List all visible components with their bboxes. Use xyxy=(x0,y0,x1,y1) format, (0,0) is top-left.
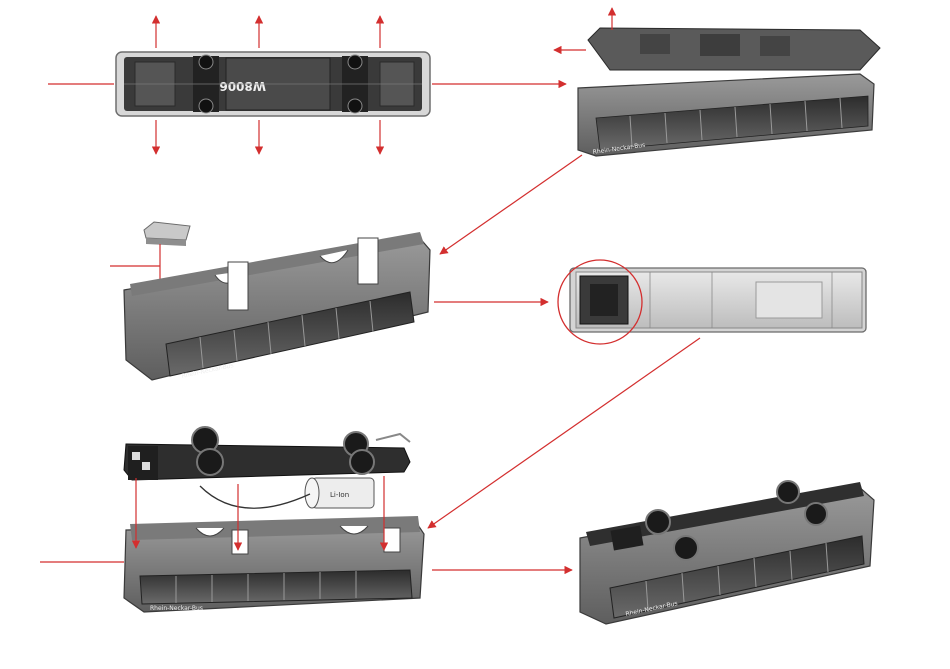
step-2-floor-removed: Rhein-Neckar-Bus xyxy=(578,28,880,156)
step-5-chassis-insertion: Li-Ion Rhein-Neckar-Bus xyxy=(124,427,424,612)
step-4-interior-view xyxy=(570,268,866,332)
battery-cell: Li-Ion xyxy=(305,478,374,508)
battery-label: Li-Ion xyxy=(330,491,349,499)
step-6-assembled-bus: Rhein-Neckar-Bus xyxy=(580,481,874,624)
chassis-code-label: W8006 xyxy=(219,79,266,93)
step-1-bus-underside: W8006 xyxy=(116,52,430,116)
step-4-to-5-arrow xyxy=(428,338,700,528)
livery-label-step5: Rhein-Neckar-Bus xyxy=(150,605,203,612)
step-3-body-with-weight: Rhein-Neckar-Bus xyxy=(124,222,430,380)
